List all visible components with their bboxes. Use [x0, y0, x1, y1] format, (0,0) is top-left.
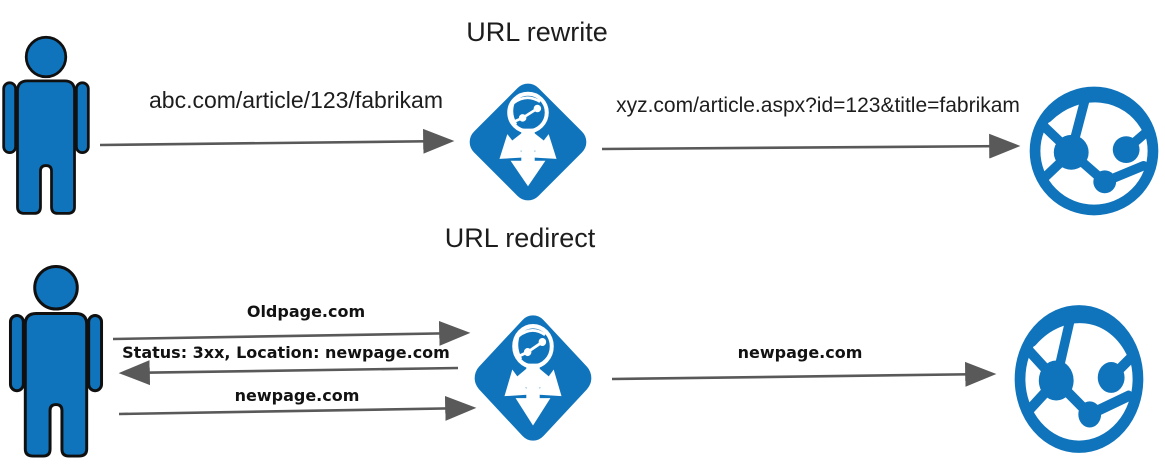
- rewrite-request-arrow: [99, 128, 455, 154]
- rewrite-rewritten-url-label: xyz.com/article.aspx?id=123&title=fabrik…: [616, 94, 1020, 117]
- web-app-globe-icon: [1027, 84, 1161, 218]
- rewrite-request-url-label: abc.com/article/123/fabrikam: [148, 87, 444, 113]
- redirect-new-request-label: newpage.com: [234, 386, 360, 405]
- person-icon: [0, 34, 92, 218]
- rewrite-forward-arrow: [601, 133, 1021, 159]
- redirect-request-url-label: Oldpage.com: [246, 302, 366, 321]
- application-gateway-icon: [466, 306, 600, 450]
- redirect-request-arrow: [112, 320, 471, 346]
- redirect-section-title: URL redirect: [444, 223, 596, 253]
- person-icon: [6, 263, 106, 461]
- redirect-forwarded-url-label: newpage.com: [737, 343, 863, 362]
- redirect-response-label: Status: 3xx, Location: newpage.com: [122, 343, 450, 362]
- redirect-forward-arrow: [611, 361, 997, 387]
- redirect-response-arrow: [118, 360, 459, 386]
- web-app-globe-icon: [1012, 302, 1146, 456]
- rewrite-section-title: URL rewrite: [466, 17, 608, 47]
- application-gateway-icon: [461, 75, 595, 209]
- redirect-new-request-arrow: [118, 395, 477, 421]
